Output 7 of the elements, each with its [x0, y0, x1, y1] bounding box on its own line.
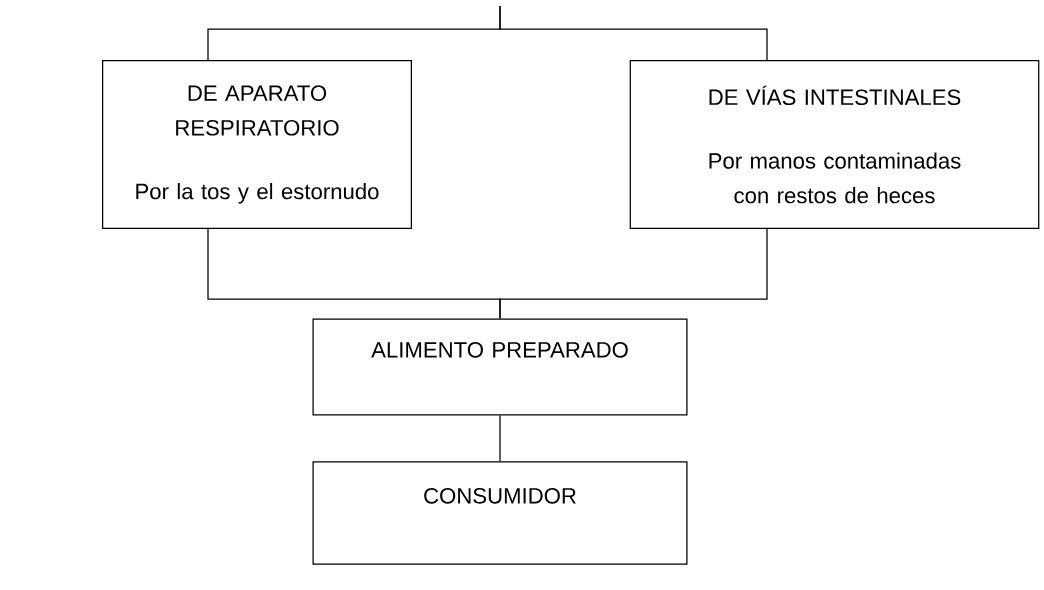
- text-box: DE VÍAS INTESTINALES Por manos contaminadas con restos de heces: [629, 60, 1040, 229]
- text-box: DE APARATO RESPIRATORIO Por la tos y el estornudo: [102, 60, 412, 229]
- connector-line: [499, 228, 768, 320]
- text-box: CONSUMIDOR: [312, 461, 688, 565]
- text-box: ALIMENTO PREPARADO: [312, 318, 688, 416]
- connector-line: [499, 414, 501, 462]
- connector-line: [499, 5, 768, 61]
